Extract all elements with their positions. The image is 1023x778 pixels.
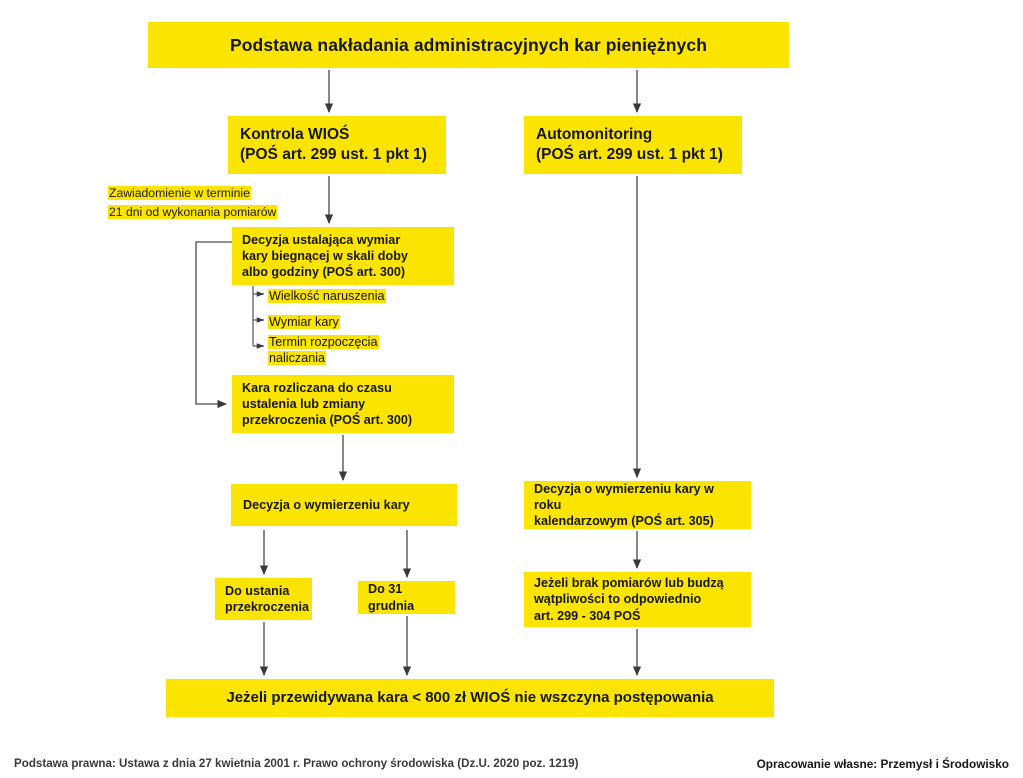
node-do-31-grudnia: Do 31 grudnia bbox=[358, 581, 455, 614]
node-kara-rozliczana-text: Kara rozliczana do czasu ustalenia lub z… bbox=[242, 380, 444, 428]
node-decyzja-ustalajaca-text: Decyzja ustalająca wymiar kary biegnącej… bbox=[242, 232, 444, 280]
node-automonitoring: Automonitoring (POŚ art. 299 ust. 1 pkt … bbox=[524, 116, 742, 174]
decision-component-wielkosc-naruszenia: Wielkość naruszenia bbox=[268, 288, 386, 304]
diagram-title: Podstawa nakładania administracyjnych ka… bbox=[148, 22, 789, 68]
node-do-ustania-line2: przekroczenia bbox=[225, 600, 309, 614]
note-zawiadomienie-line1: Zawiadomienie w terminie bbox=[108, 186, 251, 200]
node-do-31-grudnia-text: Do 31 grudnia bbox=[368, 582, 415, 613]
node-kara-rozliczana-line2: ustalenia lub zmiany bbox=[242, 396, 366, 411]
note-zawiadomienie: Zawiadomienie w terminie 21 dni od wykon… bbox=[108, 184, 318, 222]
node-conclusion: Jeżeli przewidywana kara < 800 zł WIOŚ n… bbox=[166, 679, 774, 717]
node-kara-rozliczana-line3: przekroczenia (POŚ art. 300) bbox=[242, 413, 413, 428]
node-automonitoring-line2: (POŚ art. 299 ust. 1 pkt 1) bbox=[536, 146, 723, 163]
arrow-decyzja-loop-to-kara bbox=[195, 241, 232, 409]
decision-component-wymiar-kary-label: Wymiar kary bbox=[268, 315, 340, 329]
node-decyzja-rok-line1: Decyzja o wymierzeniu kary w roku bbox=[534, 481, 714, 512]
node-kara-rozliczana: Kara rozliczana do czasu ustalenia lub z… bbox=[232, 375, 454, 433]
node-jezeli-brak-pomiarow: Jeżeli brak pomiarów lub budzą wątpliwoś… bbox=[524, 572, 751, 627]
node-decyzja-ustalajaca: Decyzja ustalająca wymiar kary biegnącej… bbox=[232, 227, 454, 285]
node-decyzja-o-wymierzeniu-kary-w-roku: Decyzja o wymierzeniu kary w roku kalend… bbox=[524, 481, 751, 529]
node-decyzja-ustalajaca-line1: Decyzja ustalająca wymiar bbox=[242, 232, 401, 247]
footer-legal-basis: Podstawa prawna: Ustawa z dnia 27 kwietn… bbox=[14, 757, 579, 770]
node-decyzja-rok-line2: kalendarzowym (POŚ art. 305) bbox=[534, 514, 714, 529]
node-decyzja-ustalajaca-line3: albo godziny (POŚ art. 300) bbox=[242, 265, 406, 280]
node-do-ustania-przekroczenia-text: Do ustania przekroczenia bbox=[225, 583, 309, 615]
node-do-ustania-przekroczenia: Do ustania przekroczenia bbox=[215, 578, 312, 620]
node-conclusion-text: Jeżeli przewidywana kara < 800 zł WIOŚ n… bbox=[226, 689, 714, 707]
node-kontrola-wios: Kontrola WIOŚ (POŚ art. 299 ust. 1 pkt 1… bbox=[228, 116, 446, 174]
node-jezeli-brak-pomiarow-text: Jeżeli brak pomiarów lub budzą wątpliwoś… bbox=[534, 575, 741, 623]
node-kontrola-wios-line1: Kontrola WIOŚ bbox=[240, 126, 350, 144]
node-kara-rozliczana-line1: Kara rozliczana do czasu bbox=[242, 380, 392, 395]
node-decyzja-o-wymierzeniu-kary: Decyzja o wymierzeniu kary bbox=[231, 484, 457, 526]
decision-components-bracket bbox=[252, 286, 265, 349]
node-automonitoring-text: Automonitoring (POŚ art. 299 ust. 1 pkt … bbox=[536, 125, 730, 165]
diagram-title-text: Podstawa nakładania administracyjnych ka… bbox=[229, 34, 707, 55]
node-jezeli-brak-line3: art. 299 - 304 POŚ bbox=[534, 608, 641, 623]
node-kontrola-wios-text: Kontrola WIOŚ (POŚ art. 299 ust. 1 pkt 1… bbox=[240, 125, 434, 165]
node-decyzja-ustalajaca-line2: kary biegnącej w skali doby bbox=[242, 248, 408, 263]
note-zawiadomienie-line2: 21 dni od wykonania pomiarów bbox=[108, 205, 278, 219]
node-jezeli-brak-line1: Jeżeli brak pomiarów lub budzą bbox=[534, 576, 724, 591]
decision-component-wymiar-kary: Wymiar kary bbox=[268, 314, 340, 330]
decision-component-wielkosc-naruszenia-label: Wielkość naruszenia bbox=[268, 289, 386, 303]
node-decyzja-o-wymierzeniu-kary-w-roku-text: Decyzja o wymierzeniu kary w roku kalend… bbox=[534, 481, 741, 529]
node-jezeli-brak-line2: wątpliwości to odpowiednio bbox=[534, 592, 702, 607]
node-decyzja-o-wymierzeniu-kary-text: Decyzja o wymierzeniu kary bbox=[243, 497, 410, 512]
decision-component-termin-rozpoczecia-naliczania-label: Termin rozpoczęcia naliczania bbox=[268, 335, 379, 365]
node-automonitoring-line1: Automonitoring bbox=[536, 126, 653, 144]
node-do-ustania-line1: Do ustania bbox=[225, 583, 290, 598]
footer-credit: Opracowanie własne: Przemysł i Środowisk… bbox=[756, 757, 1009, 771]
node-kontrola-wios-line2: (POŚ art. 299 ust. 1 pkt 1) bbox=[240, 146, 427, 163]
decision-component-termin-rozpoczecia-naliczania: Termin rozpoczęcia naliczania bbox=[268, 334, 396, 366]
